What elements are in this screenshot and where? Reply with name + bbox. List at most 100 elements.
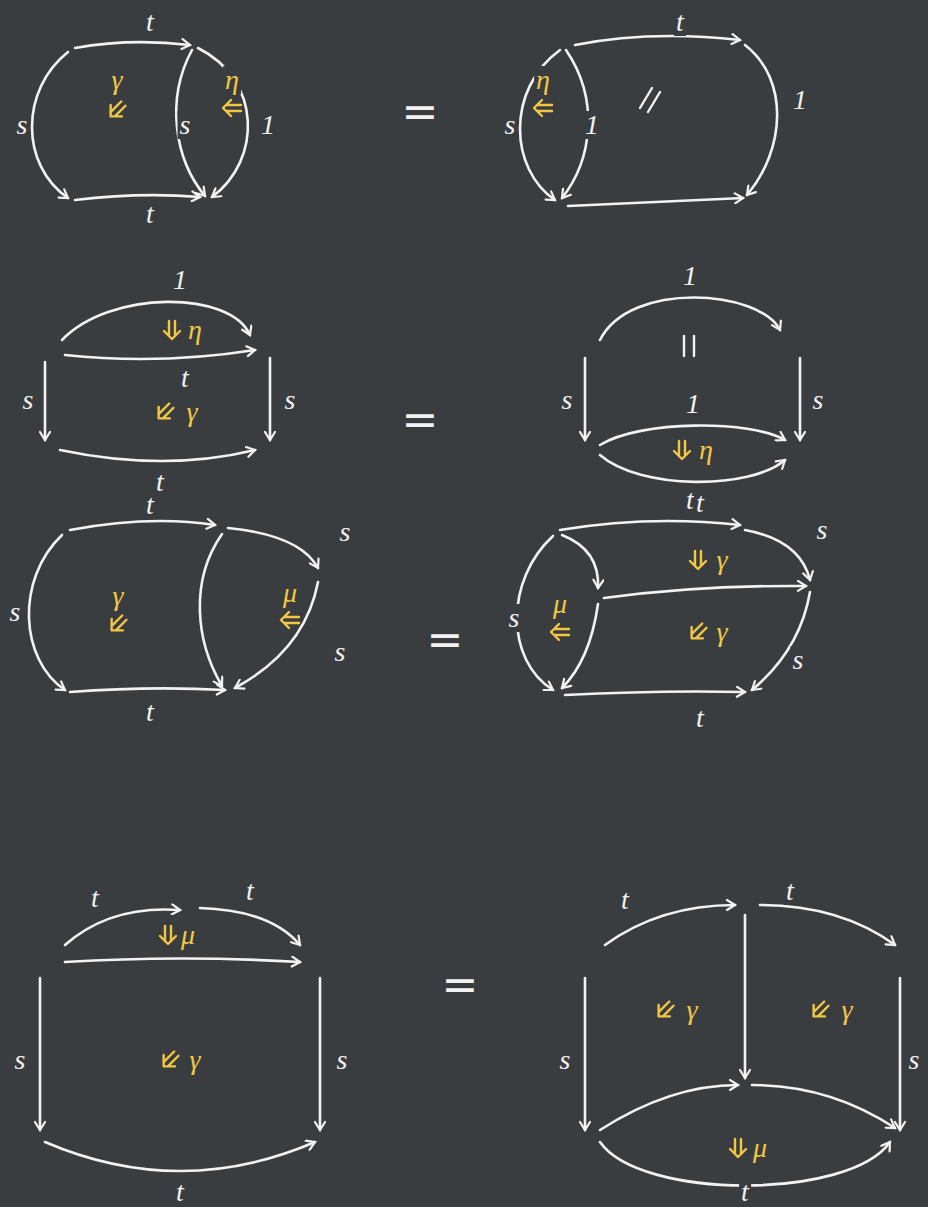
arrow	[70, 521, 215, 530]
arrow	[60, 450, 255, 461]
arrow-label: s	[507, 604, 522, 632]
arrow-label: 1	[791, 86, 809, 114]
arrow-label: 1	[171, 266, 189, 294]
arrow-label: t	[144, 698, 156, 726]
arrow-label: t	[784, 877, 796, 905]
arrow	[319, 978, 322, 1130]
two-cell-arrows	[105, 98, 832, 1157]
two-cell-arrow	[105, 98, 129, 122]
arrow-label: s	[13, 1046, 28, 1074]
identity-mark	[640, 88, 660, 112]
arrow	[70, 688, 225, 692]
equals-sign: =	[440, 963, 481, 1007]
arrow-label: s	[907, 1046, 922, 1074]
arrow	[269, 358, 272, 440]
arrow-label: 1	[681, 262, 699, 290]
arrow	[568, 198, 743, 206]
arrow-label: s	[811, 386, 826, 414]
identity-marks	[640, 88, 694, 356]
cell-label: μ	[281, 579, 299, 607]
arrow	[744, 915, 747, 1078]
arrow	[584, 358, 587, 440]
arrow	[45, 1142, 315, 1171]
arrow-label: s	[338, 518, 353, 546]
two-cell-arrow	[106, 612, 130, 636]
arrow-label: t	[694, 489, 706, 517]
arrow-label: s	[333, 638, 348, 666]
arrow-label: 1	[684, 390, 702, 418]
equals-sign: =	[400, 398, 441, 442]
arrow	[75, 195, 200, 200]
arrow-label: s	[791, 646, 806, 674]
cell-label: η	[697, 436, 715, 464]
arrow	[600, 298, 780, 341]
arrow-label: t	[739, 1178, 751, 1206]
arrow-label: t	[619, 886, 631, 914]
two-cell-arrow	[690, 551, 706, 569]
arrow	[565, 691, 745, 695]
arrow	[604, 586, 806, 598]
equals-sign: =	[400, 90, 441, 134]
arrow	[575, 36, 740, 45]
arrow	[228, 528, 318, 568]
cell-label: μ	[179, 921, 197, 949]
two-cell-arrow	[534, 100, 552, 116]
arrow	[32, 52, 68, 198]
arrow	[745, 45, 777, 195]
cell-label: γ	[187, 1046, 202, 1074]
cell-label: μ	[551, 590, 569, 618]
arrow-label: t	[694, 704, 706, 732]
arrow	[752, 1085, 895, 1128]
arrow	[65, 959, 300, 963]
arrow	[745, 530, 810, 580]
arrow-label: t	[144, 491, 156, 519]
arrow	[520, 50, 560, 200]
two-cell-arrow	[164, 321, 180, 339]
cell-label: γ	[109, 66, 124, 94]
arrow-label: t	[144, 8, 156, 36]
two-cell-arrow	[730, 1139, 746, 1157]
arrow	[200, 534, 222, 686]
arrow-label: s	[815, 516, 830, 544]
arrow-label: t	[144, 200, 156, 228]
arrow	[517, 536, 553, 690]
arrow	[600, 1085, 738, 1130]
arrow	[235, 582, 318, 688]
two-cell-arrow	[158, 1048, 182, 1072]
cell-label: γ	[714, 618, 729, 646]
arrow-label: s	[21, 386, 36, 414]
two-cell-arrow	[808, 998, 832, 1022]
arrow-label: s	[558, 1046, 573, 1074]
cell-label: γ	[184, 398, 199, 426]
arrow-label: t	[174, 1178, 186, 1206]
arrow	[65, 350, 255, 359]
two-cell-arrow	[653, 998, 677, 1022]
arrow-label: t	[674, 8, 686, 36]
two-cell-arrow	[153, 400, 177, 424]
identity-mark	[684, 336, 694, 356]
arrow-label: s	[503, 111, 518, 139]
arrow	[39, 978, 42, 1130]
arrow	[198, 48, 248, 197]
arrow-label: s	[8, 598, 23, 626]
two-cell-arrow	[686, 620, 710, 644]
arrow	[899, 978, 902, 1130]
cell-label: γ	[684, 996, 699, 1024]
arrow	[562, 535, 598, 588]
arrow-label: s	[178, 111, 193, 139]
cell-label: μ	[751, 1134, 769, 1162]
arrow-label: 1	[583, 111, 601, 139]
arrow	[600, 455, 785, 482]
arrow	[799, 358, 802, 440]
arrow	[75, 42, 190, 48]
arrow	[600, 426, 785, 445]
arrow	[560, 521, 740, 530]
arrow-label: 1	[259, 111, 277, 139]
arrow	[752, 592, 810, 690]
arrow-label: t	[89, 884, 101, 912]
two-cell-arrow	[551, 624, 569, 640]
arrow-label: s	[15, 111, 30, 139]
two-cell-arrow	[674, 441, 690, 459]
arrow	[29, 535, 65, 690]
